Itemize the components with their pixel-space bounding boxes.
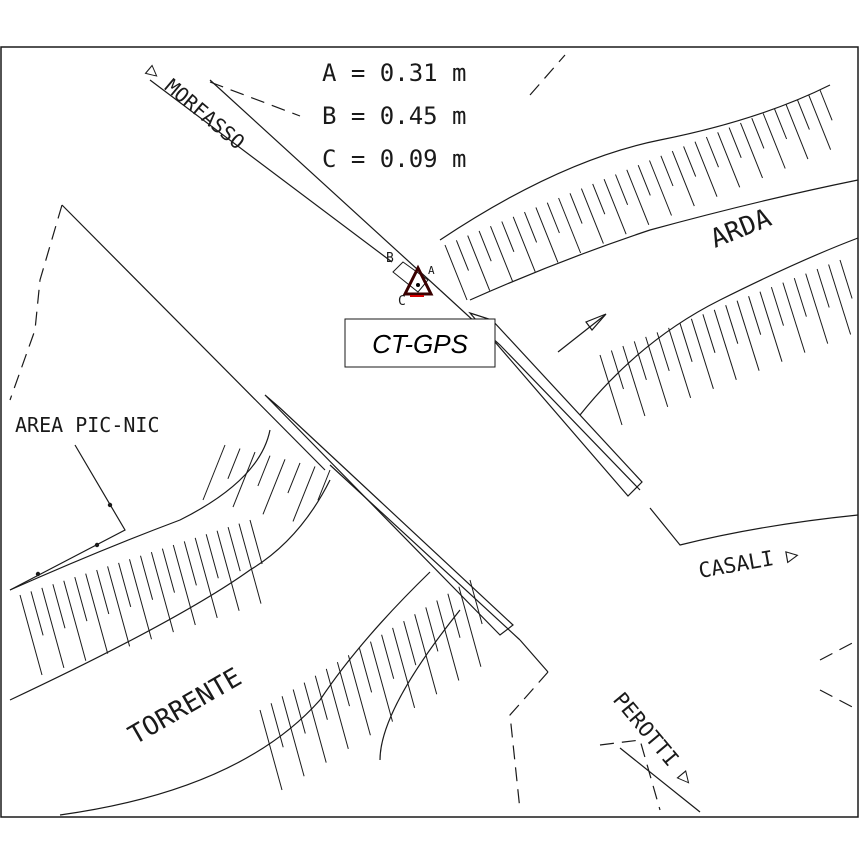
measurement-b: B = 0.45 m [322, 102, 467, 130]
dashed-boundaries [9, 54, 859, 811]
street-morfasso: ▷ MORFASSO [142, 58, 250, 154]
triangle-station-icon [392, 261, 434, 297]
point-label-c: C [398, 294, 406, 309]
bridge [264, 311, 643, 636]
measurement-a: A = 0.31 m [322, 59, 467, 87]
map-frame [0, 46, 859, 818]
embankment-hatches [19, 89, 853, 791]
flow-arrow-icon [557, 313, 607, 353]
measurement-c: C = 0.09 m [322, 145, 467, 173]
street-casali: CASALI ▷ [697, 542, 801, 583]
station-label: CT-GPS [372, 329, 468, 359]
river-banks [9, 84, 859, 816]
area-torrente: TORRENTE [124, 662, 247, 751]
station-label-box [344, 318, 496, 368]
area-picnic: AREA PIC-NIC [15, 413, 160, 437]
point-label-b: B [386, 251, 394, 266]
point-label-a: A [428, 264, 435, 277]
picnic-fence [9, 444, 126, 591]
area-arda: ARDA [706, 203, 776, 254]
